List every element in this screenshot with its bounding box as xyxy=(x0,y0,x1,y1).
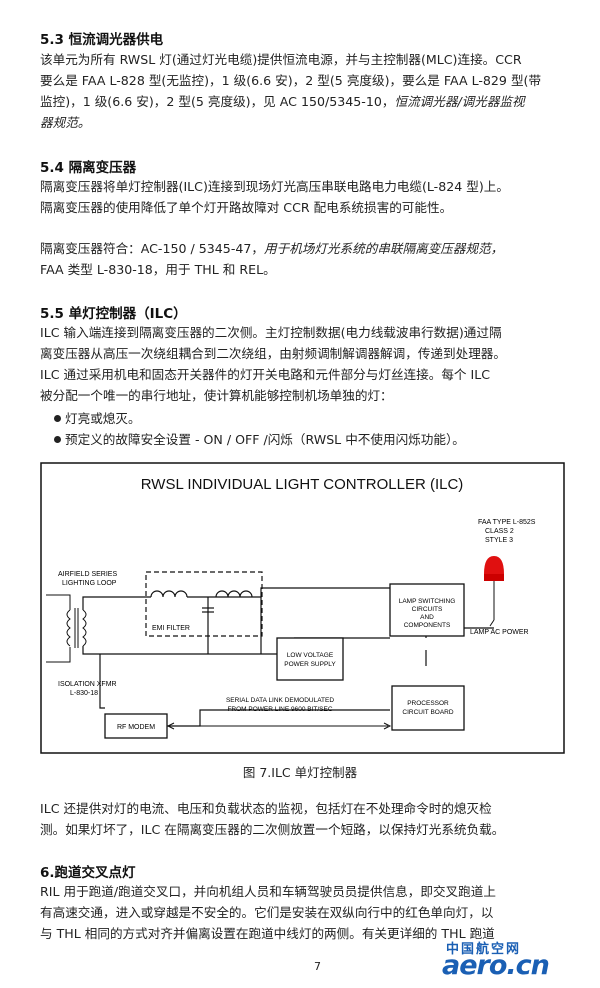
emi-filter-box xyxy=(145,571,263,637)
post-figure-line-2: 测。如果灯坏了，ILC 在隔离变压器的二次侧放置一个短路，以保持灯光系统负载。 xyxy=(40,822,505,837)
bullet-dot-icon xyxy=(54,436,61,443)
lamp-switching-line-3: AND xyxy=(420,614,434,621)
section-5-3-heading: 5.3 恒流调光器供电 xyxy=(40,32,164,48)
section-5-3-line-4-italic: 器规范。 xyxy=(40,115,91,130)
section-5-4-line-4: FAA 类型 L-830-18，用于 THL 和 REL。 xyxy=(40,262,276,277)
primary-loop-wiring xyxy=(46,594,87,663)
low-voltage-line-1: LOW VOLTAGE xyxy=(287,652,334,659)
bullet-item-1-text: 灯亮或熄灭。 xyxy=(65,411,141,426)
processor-box xyxy=(391,685,465,731)
loop-label-line-2: LIGHTING LOOP xyxy=(62,580,117,587)
emi-filter-label: EMI FILTER xyxy=(152,625,190,632)
figure-caption: 图 7.ILC 单灯控制器 xyxy=(242,765,358,780)
lamp-switching-line-2: CIRCUITS xyxy=(412,606,443,613)
processor-line-2: CIRCUIT BOARD xyxy=(402,709,453,716)
section-5-5-line-2: 离变压器从高压一次绕组耦合到二次绕组，由射频调制解调器解调，传递到处理器。 xyxy=(40,346,506,361)
isolation-xfmr-model: L-830-18 xyxy=(70,690,98,697)
logo-english-text: aero.cn xyxy=(442,950,550,981)
lamp-type-line-1: FAA TYPE L-852S xyxy=(478,519,536,526)
serial-link-line-1: SERIAL DATA LINK DEMODULATED xyxy=(226,697,334,704)
diagram-frame xyxy=(40,462,565,754)
bullet-item-1: 灯亮或熄灭。 xyxy=(54,408,141,427)
section-5-3-line-3: 监控)，1 级(6.6 安)，2 型(5 亮度级)，见 AC 150/5345-… xyxy=(40,91,570,112)
section-5-4-line-3-italic: 用于机场灯光系统的串联隔离变压器规范， xyxy=(263,241,504,256)
lamp-switching-line-4: COMPONENTS xyxy=(404,622,451,629)
bullet-item-2-text: 预定义的故障安全设置 - ON / OFF /闪烁（RWSL 中不使用闪烁功能）… xyxy=(65,432,465,447)
ilc-diagram: RWSL INDIVIDUAL LIGHT CONTROLLER (ILC) F… xyxy=(40,462,565,754)
section-5-3-line-4: 器规范。 xyxy=(40,112,570,133)
section-5-5-line-4: 被分配一个唯一的串行地址，使计算机能够控制机场单独的灯： xyxy=(40,388,393,403)
lamp-type-line-3: STYLE 3 xyxy=(485,537,513,544)
section-5-3-line-1: 该单元为所有 RWSL 灯(通过灯光电缆)提供恒流电源，并与主控制器(MLC)连… xyxy=(40,52,522,67)
section-6-line-1: RIL 用于跑道/跑道交叉口，并向机组人员和车辆驾驶员员提供信息，即交叉跑道上 xyxy=(40,884,496,899)
lamp-switching-box xyxy=(389,583,465,637)
section-6-heading: 6.跑道交叉点灯 xyxy=(40,865,136,881)
lamp-ac-power-label: LAMP AC POWER xyxy=(470,629,529,636)
section-5-4-line-3: 隔离变压器符合：AC-150 / 5345-47，用于机场灯光系统的串联隔离变压… xyxy=(40,238,570,259)
section-5-4-line-1: 隔离变压器将单灯控制器(ILC)连接到现场灯光高压串联电路电力电缆(L-824 … xyxy=(40,179,509,194)
bullet-item-2: 预定义的故障安全设置 - ON / OFF /闪烁（RWSL 中不使用闪烁功能）… xyxy=(54,429,465,448)
logo-chinese-text: 中国航空网 xyxy=(446,942,522,957)
emi-filter-coils xyxy=(150,590,253,613)
post-figure-line-1: ILC 还提供对灯的电流、电压和负载状态的监视，包括灯在不处理命令时的熄灭检 xyxy=(40,801,492,816)
page-number: 7 xyxy=(314,960,321,973)
loop-label-line-1: AIRFIELD SERIES xyxy=(58,571,117,578)
diagram-title: RWSL INDIVIDUAL LIGHT CONTROLLER (ILC) xyxy=(141,476,464,493)
serial-link-arrow xyxy=(166,722,392,730)
section-5-3-line-3-italic: 恒流调光器/调光器监视 xyxy=(394,94,525,109)
section-5-3-line-2: 要么是 FAA L-828 型(无监控)，1 级(6.6 安)，2 型(5 亮度… xyxy=(40,73,542,88)
section-5-4-line-3-plain: 隔离变压器符合：AC-150 / 5345-47， xyxy=(40,241,264,256)
section-5-3-line-3-plain: 监控)，1 级(6.6 安)，2 型(5 亮度级)，见 AC 150/5345-… xyxy=(40,94,395,109)
aero-cn-logo: 中国航空网 aero.cn xyxy=(436,938,586,982)
lamp-switching-line-1: LAMP SWITCHING xyxy=(399,598,456,605)
section-6-line-2: 有高速交通，进入或穿越是不安全的。它们是安装在双纵向行中的红色单向灯，以 xyxy=(40,905,494,920)
rf-modem-box xyxy=(104,713,168,739)
low-voltage-line-2: POWER SUPPLY xyxy=(284,661,336,668)
low-voltage-power-supply-box xyxy=(276,637,344,681)
processor-line-1: PROCESSOR xyxy=(407,700,449,707)
section-5-5-heading: 5.5 单灯控制器（ILC） xyxy=(40,306,187,322)
rf-modem-label: RF MODEM xyxy=(117,724,155,731)
bullet-dot-icon xyxy=(54,415,61,422)
lamp-icon xyxy=(484,556,504,627)
section-5-4-line-2: 隔离变压器的使用降低了单个灯开路故障对 CCR 配电系统损害的可能性。 xyxy=(40,200,453,215)
section-5-5-line-1: ILC 输入端连接到隔离变压器的二次侧。主灯控制数据(电力线载波串行数据)通过隔 xyxy=(40,325,502,340)
section-5-4-heading: 5.4 隔离变压器 xyxy=(40,160,137,176)
serial-link-line-2: FROM POWER LINE 9600 BIT/SEC xyxy=(227,706,332,713)
lamp-type-line-2: CLASS 2 xyxy=(485,528,514,535)
section-5-5-line-3: ILC 通过采用机电和固态开关器件的灯开关电路和元件部分与灯丝连接。每个 ILC xyxy=(40,367,491,382)
isolation-xfmr-label: ISOLATION XFMR xyxy=(58,681,117,688)
section-6-line-3: 与 THL 相同的方式对齐并偏离设置在跑道中线灯的两侧。有关更详细的 THL 跑… xyxy=(40,926,495,941)
